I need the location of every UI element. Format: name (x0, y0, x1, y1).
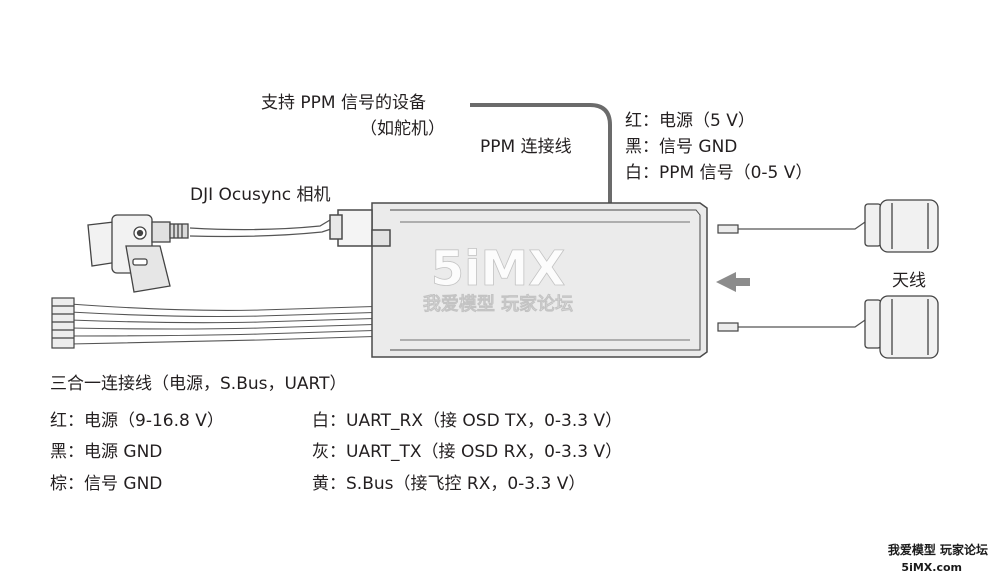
red-wire-label: 红：电源（9-16.8 V） (50, 411, 224, 431)
three-in-one-title: 三合一连接线（电源，S.Bus，UART） (50, 374, 347, 394)
arrow-icon (716, 272, 750, 292)
ppm-black-label: 黑：信号 GND (625, 137, 738, 157)
gray-wire-label: 灰：UART_TX（接 OSD RX，0-3.3 V） (312, 442, 623, 462)
air-unit (329, 202, 708, 358)
watermark-logo: 5iMX (431, 241, 566, 297)
ppm-cable-label: PPM 连接线 (480, 137, 572, 157)
ocusync-camera (87, 214, 189, 293)
black-wire-label: 黑：电源 GND (50, 442, 163, 462)
antenna-connectors (717, 224, 739, 332)
antenna-label: 天线 (892, 271, 926, 291)
ppm-cable (470, 103, 612, 203)
camera-cable (189, 214, 347, 238)
three-in-one-connector (51, 297, 75, 349)
brown-wire-label: 棕：信号 GND (50, 474, 163, 494)
watermark-url: 5iMX.com (901, 561, 962, 574)
antenna-cables (738, 219, 869, 328)
ppm-white-label: 白：PPM 信号（0-5 V） (625, 163, 813, 183)
antenna-top (864, 199, 939, 253)
three-in-one-cable (69, 303, 391, 345)
watermark-tagline: 我爱模型 玩家论坛 (887, 543, 988, 557)
yellow-wire-label: 黄：S.Bus（接飞控 RX，0-3.3 V） (312, 474, 586, 494)
white-wire-label: 白：UART_RX（接 OSD TX，0-3.3 V） (312, 411, 623, 431)
camera-label: DJI Ocusync 相机 (190, 185, 331, 205)
antenna-bottom (864, 295, 939, 359)
ppm-red-label: 红：电源（5 V） (625, 111, 755, 131)
ppm-device-sublabel: （如舵机） (360, 119, 445, 139)
ppm-device-label: 支持 PPM 信号的设备 (261, 93, 426, 113)
watermark-logo-tagline: 我爱模型 玩家论坛 (423, 293, 573, 315)
